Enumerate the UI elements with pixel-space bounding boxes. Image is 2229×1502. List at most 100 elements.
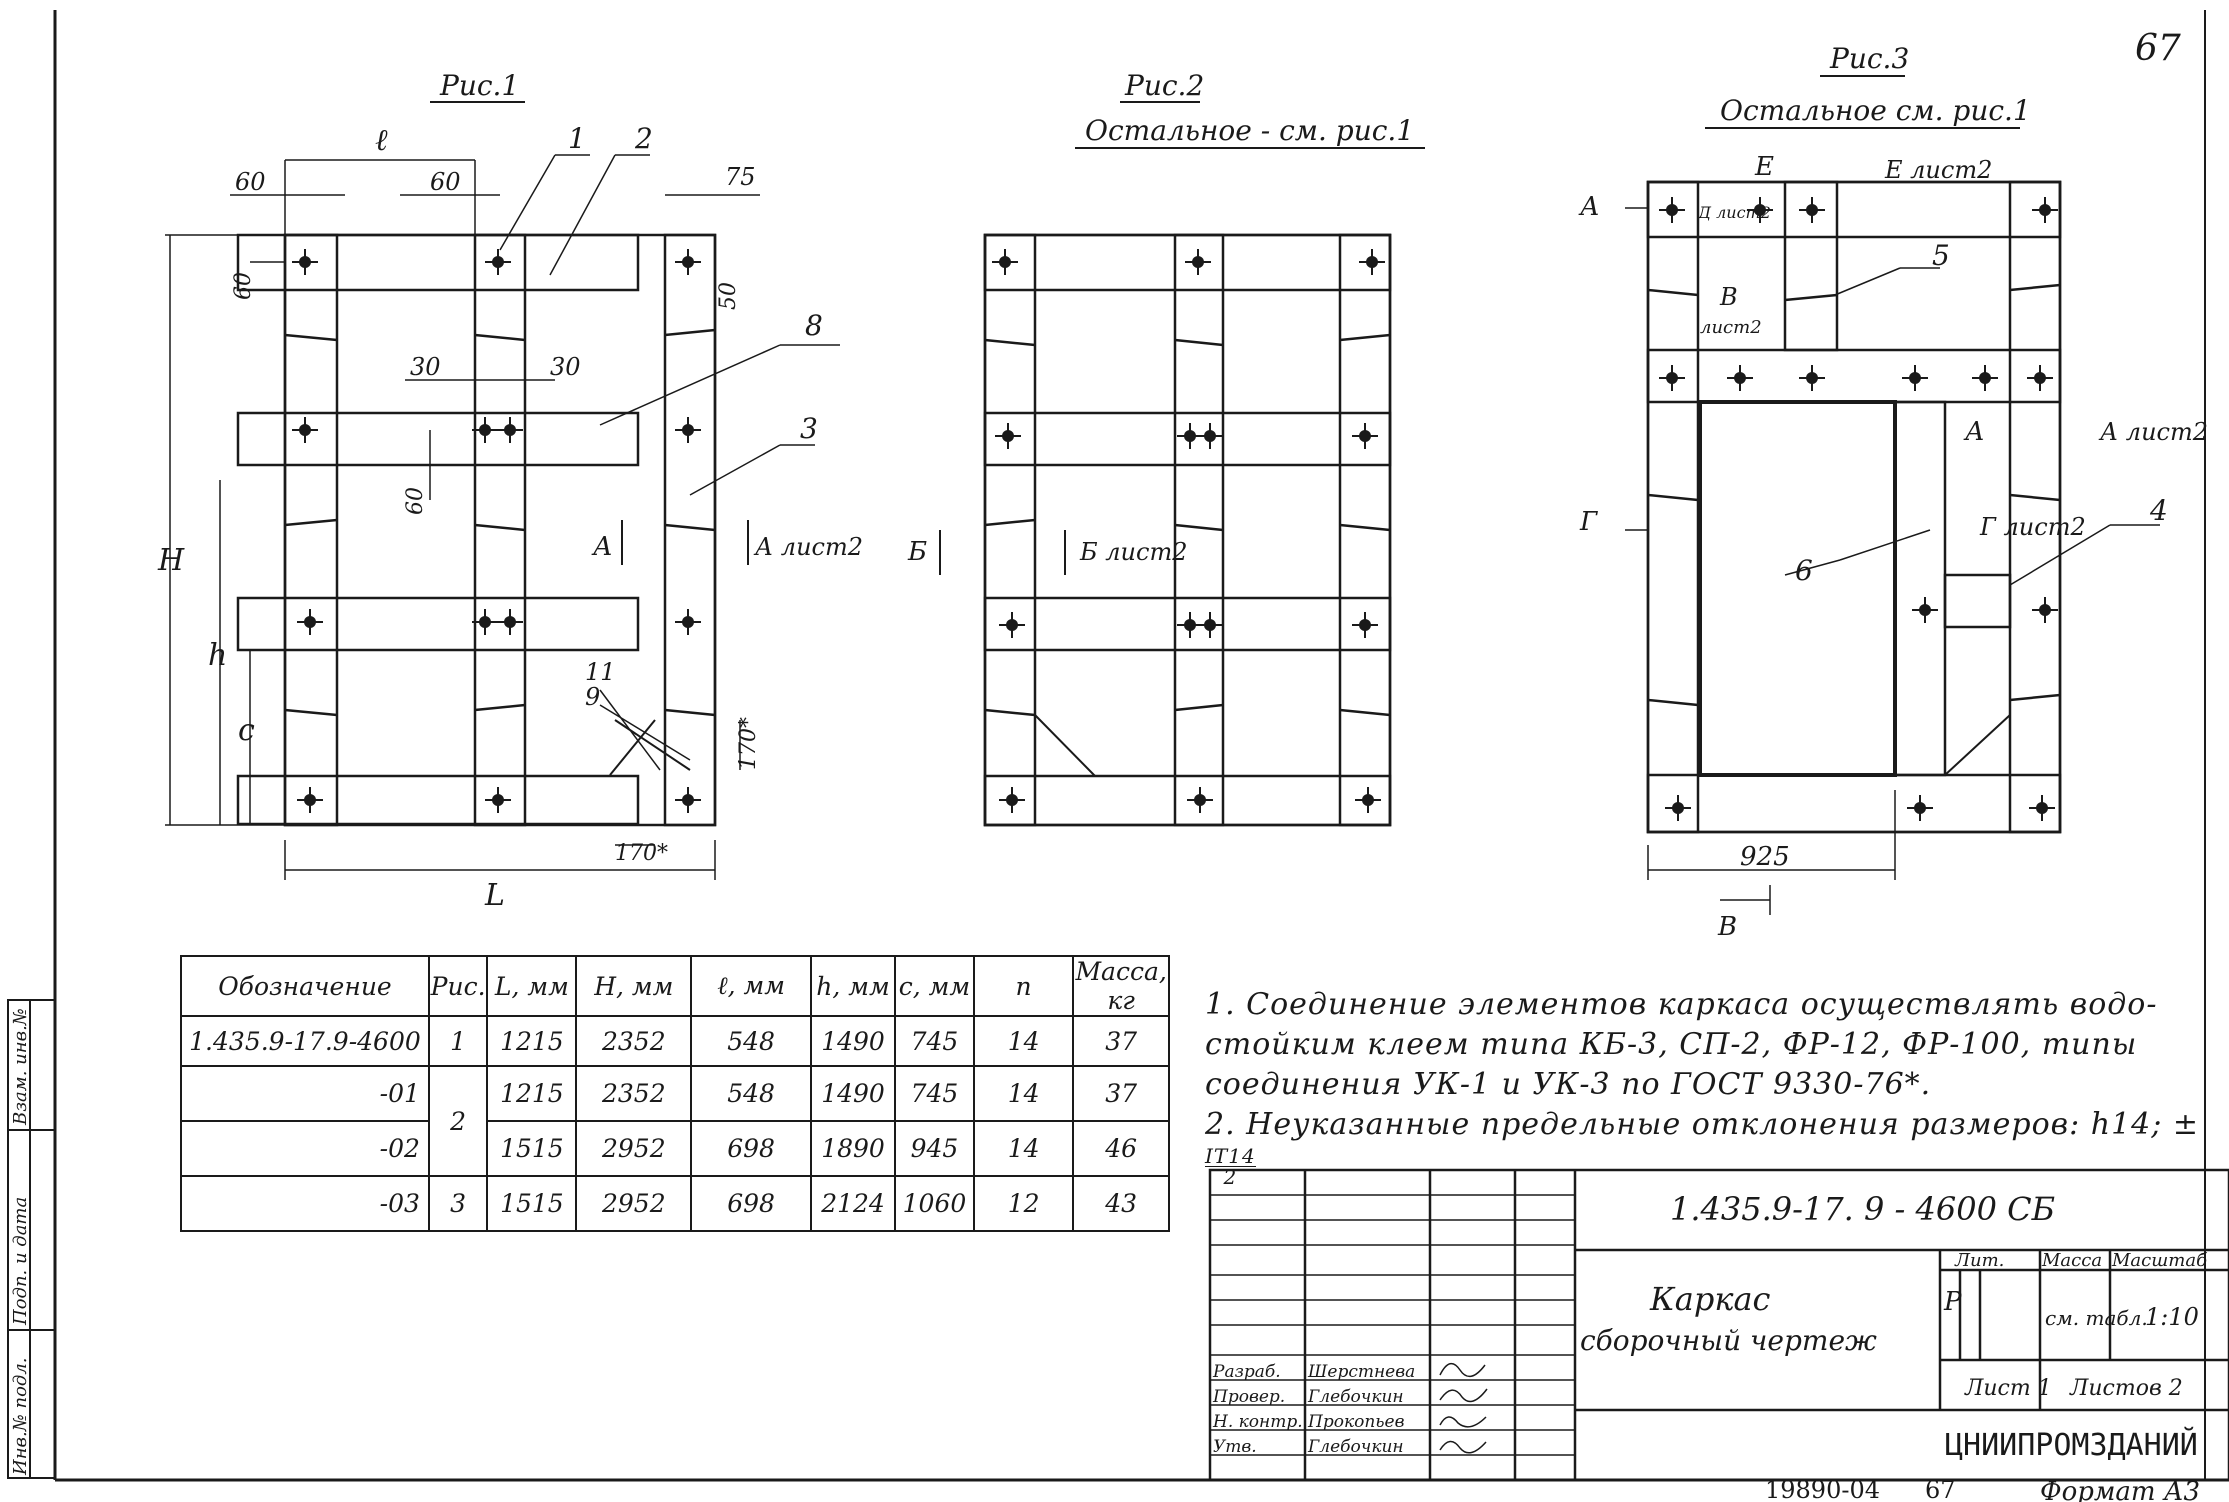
spec-cell: 2352 — [575, 1015, 693, 1067]
spec-header-row: Обозначение Рис. L, мм H, мм ℓ, мм h, мм… — [180, 955, 1170, 1017]
title-mass-value: см. табл. — [2045, 1306, 2148, 1330]
spec-header: c, мм — [894, 955, 975, 1017]
spec-cell: 2124 — [810, 1175, 897, 1232]
spec-cell: 1515 — [486, 1120, 578, 1177]
fig2-frame — [983, 233, 1392, 827]
fig1-dim-60-a: 60 — [235, 168, 266, 196]
spec-cell: 2 — [427, 1065, 489, 1177]
spec-header: h, мм — [810, 955, 897, 1017]
title-mass-header: Масса — [2041, 1250, 2102, 1271]
spec-cell: 14 — [972, 1065, 1075, 1122]
spec-header: n — [972, 955, 1075, 1017]
stamp-vzam-inv: Взам. инв.№ — [10, 1008, 31, 1126]
fig3-pos-5: 5 — [1932, 239, 1950, 272]
fig1-pos-2: 2 — [634, 122, 653, 155]
fig3-section-E: Е — [1754, 152, 1774, 182]
fig1-dimension-lines — [165, 154, 840, 880]
spec-cell: 745 — [894, 1015, 975, 1067]
fig1-section-A: А — [591, 532, 613, 562]
spec-cell: 745 — [894, 1065, 975, 1122]
table-row: -03 3 1515 2952 698 2124 1060 12 43 — [180, 1175, 1170, 1232]
fig3-frame — [1646, 180, 2062, 834]
fig1-pos-3: 3 — [800, 412, 818, 445]
side-stamp — [7, 999, 56, 1479]
table-row: -02 1515 2952 698 1890 945 14 46 — [180, 1120, 1170, 1177]
title-sheets: Листов 2 — [2069, 1376, 2183, 1401]
spec-cell: 14 — [972, 1015, 1075, 1067]
note-line-2: стойким клеем типа КБ-3, СП-2, ФР-12, ФР… — [1205, 1027, 2138, 1062]
page-number: 67 — [2135, 28, 2181, 69]
spec-header: ℓ, мм — [690, 955, 813, 1017]
fig1-dim-60-c: 60 — [231, 272, 256, 300]
fig1-frame — [236, 233, 717, 827]
spec-cell: 548 — [690, 1015, 813, 1067]
title-lit-header: Лит. — [1954, 1250, 2004, 1271]
fig1-dim-30-a: 30 — [410, 353, 441, 381]
spec-cell: 1890 — [810, 1120, 897, 1177]
fig1-dim-75: 75 — [725, 163, 756, 191]
spec-cell: 43 — [1072, 1175, 1170, 1232]
spec-header: L, мм — [486, 955, 578, 1017]
fig3-section-V: В — [1719, 283, 1738, 311]
role-0: Разраб. — [1212, 1362, 1281, 1382]
fig3-dimension-lines — [1625, 207, 2160, 915]
fig1-dim-170-b: 170* — [736, 717, 761, 770]
fig1-pos-11: 11 — [585, 658, 616, 686]
signatures — [1439, 1362, 1488, 1454]
spec-cell: 14 — [972, 1120, 1075, 1177]
spec-header: Рис. — [427, 955, 489, 1017]
fig3-title: Рис.3 — [1829, 42, 1909, 75]
fig3-section-A: А — [1578, 192, 1600, 222]
fig3-section-V-ref: лист2 — [1700, 317, 1762, 338]
name-3: Глебочкин — [1307, 1437, 1404, 1457]
fig3-section-E-ref: Е лист2 — [1884, 156, 1992, 184]
fig3-dim-925: 925 — [1740, 842, 1790, 872]
fig1-section-A-ref: А лист2 — [753, 533, 863, 561]
spec-header: H, мм — [575, 955, 693, 1017]
spec-cell: 3 — [427, 1175, 489, 1232]
fig3-section-G-ref: Г лист2 — [1979, 513, 2086, 541]
fig3-section-G: Г — [1579, 507, 1598, 537]
fig1-pos-8: 8 — [805, 309, 823, 342]
fig1-dim-170-a: 170* — [615, 841, 668, 866]
fig1-title: Рис.1 — [439, 69, 519, 102]
spec-cell: 2952 — [575, 1175, 693, 1232]
name-2: Прокопьев — [1307, 1412, 1405, 1432]
spec-cell: 1490 — [810, 1015, 897, 1067]
table-row: 1.435.9-17.9-4600 1 1215 2352 548 1490 7… — [180, 1015, 1170, 1067]
spec-cell: 1215 — [486, 1015, 578, 1067]
spec-cell: 698 — [690, 1120, 813, 1177]
fig3-subtitle: Остальное см. рис.1 — [1720, 94, 2031, 127]
fig2-subtitle: Остальное - см. рис.1 — [1085, 114, 1414, 147]
fig2-nail-markers — [991, 248, 1386, 814]
note-fraction-den: 2 — [1223, 1164, 1238, 1189]
figure-2: Рис.2 Остальное - см. рис.1 — [907, 69, 1425, 827]
fig1-dim-30-b: 30 — [550, 353, 581, 381]
fig2-section-B: Б — [907, 537, 927, 567]
fig3-pos-4: 4 — [2149, 494, 2168, 527]
title-block-frame — [1208, 1168, 2229, 1482]
title-org: ЦНИИПРОМЗДАНИЙ — [1945, 1427, 2198, 1463]
note-line-3: соединения УК-1 и УК-3 по ГОСТ 9330-76*. — [1205, 1067, 1932, 1102]
note-line-1: 1. Соединение элементов каркаса осуществ… — [1205, 987, 2158, 1022]
spec-cell: -03 — [180, 1175, 430, 1232]
spec-cell: 2352 — [575, 1065, 693, 1122]
fig1-pos-9: 9 — [585, 683, 600, 711]
spec-cell: 1060 — [894, 1175, 975, 1232]
title-scale-header: Масштаб — [2111, 1250, 2208, 1271]
spec-cell: 1.435.9-17.9-4600 — [180, 1015, 430, 1067]
fig3-section-D-ref: Д лист2 — [1697, 203, 1771, 222]
note-line-4-text: 2. Неуказанные предельные отклонения раз… — [1205, 1107, 2200, 1142]
figure-3: Рис.3 Остальное см. рис.1 — [1578, 42, 2208, 942]
fig1-dim-60-b: 60 — [430, 168, 461, 196]
note-fraction-num: IT14 — [1205, 1143, 1256, 1168]
fig1-pos-1: 1 — [568, 122, 586, 155]
figure-1: Рис.1 — [157, 69, 863, 913]
spec-cell: 12 — [972, 1175, 1075, 1232]
spec-header: Масса, кг — [1072, 955, 1170, 1017]
fig1-dim-h: h — [208, 638, 227, 673]
fig3-section-V-bottom: В — [1717, 912, 1737, 942]
spec-cell: 37 — [1072, 1015, 1170, 1067]
fig1-dim-c: c — [238, 713, 255, 748]
